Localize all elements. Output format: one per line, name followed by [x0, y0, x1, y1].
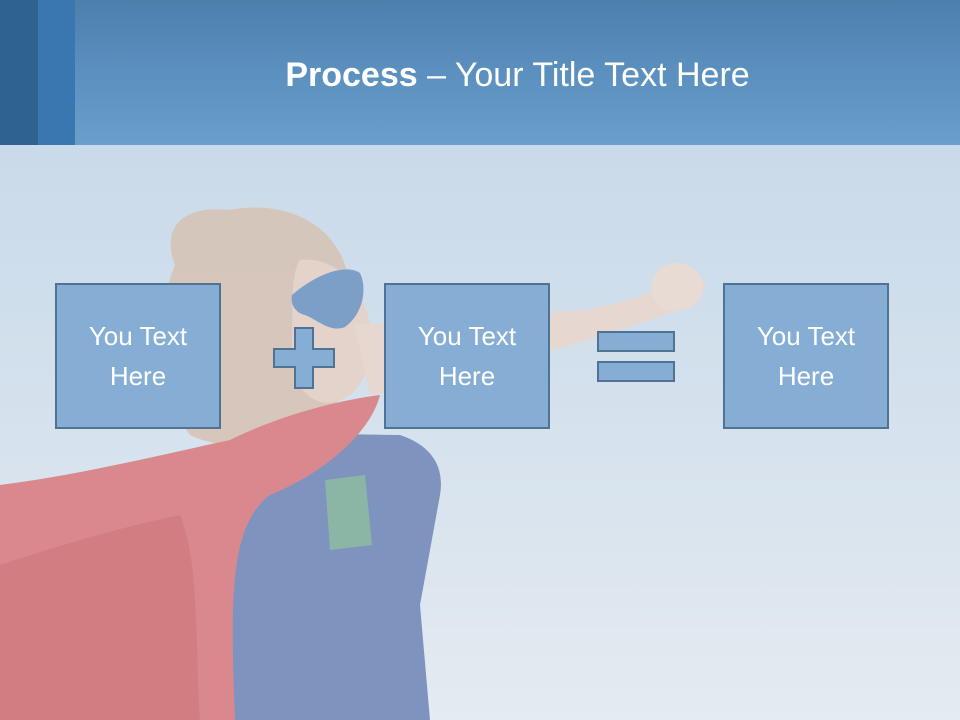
fist-shape: [651, 263, 703, 311]
slide-title-separator: –: [417, 56, 455, 94]
process-box-3-label: You Text Here: [756, 321, 856, 391]
mask-shape: [291, 269, 364, 329]
accent-stripe-dark: [0, 0, 38, 145]
background-photo: [0, 207, 705, 720]
plus-icon: [273, 327, 335, 389]
shirt-shape: [220, 434, 441, 720]
slide-title-bold: Process: [285, 56, 418, 94]
accent-stripe-light: [38, 0, 75, 145]
slide-title[interactable]: Process – Your Title Text Here: [75, 52, 960, 98]
title-bar: Process – Your Title Text Here: [0, 0, 960, 145]
slide-title-text: Your Title Text Here: [454, 56, 750, 94]
cape-fold-shape: [0, 515, 200, 720]
process-box-3[interactable]: You Text Here: [723, 283, 889, 429]
process-box-2-label: You Text Here: [417, 321, 517, 391]
process-box-1-label: You Text Here: [88, 321, 188, 391]
process-box-1[interactable]: You Text Here: [55, 283, 221, 429]
shirt-logo-shape: [325, 475, 372, 550]
equals-icon: [597, 331, 675, 382]
process-box-2[interactable]: You Text Here: [384, 283, 550, 429]
